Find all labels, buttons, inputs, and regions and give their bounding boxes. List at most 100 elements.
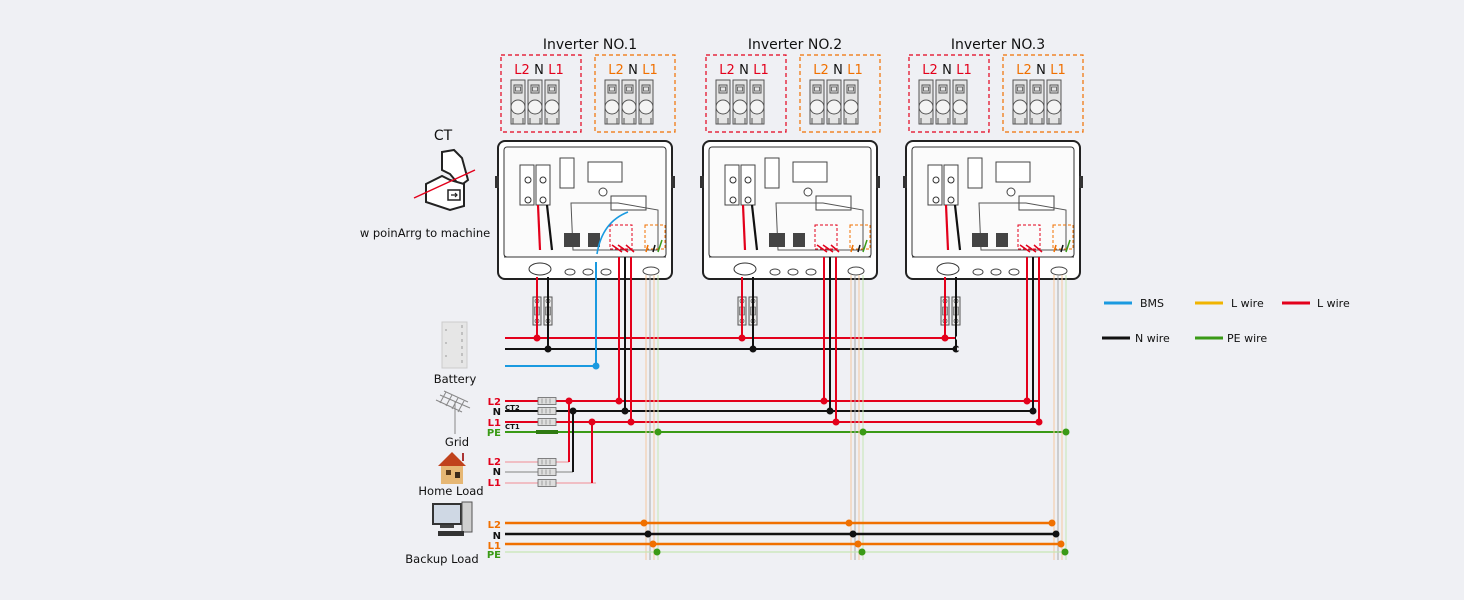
battery-icon	[441, 321, 468, 369]
junction-dot	[654, 428, 662, 436]
computer-icon	[432, 501, 473, 536]
home-bus-label-l2: L2	[488, 457, 501, 468]
junction-dot	[649, 540, 657, 548]
backup-terminal-label-n: N	[1036, 63, 1046, 78]
junction-dot	[1061, 548, 1069, 556]
terminal-connector-icon	[1012, 79, 1028, 125]
terminal-connector-icon	[715, 79, 731, 125]
grid-bus-labels: L2 N L1 PE	[487, 397, 501, 439]
legend-label-l-wire-yellow: L wire	[1231, 297, 1264, 310]
grid-terminal-block: L2 N L1	[500, 54, 582, 133]
inverter-title: Inverter NO.1	[543, 37, 637, 53]
inverter-title: Inverter NO.3	[951, 37, 1045, 53]
inverter-3: Inverter NO.3L2 N L1 L2 N L1	[903, 37, 1084, 326]
terminal-connector-icon	[935, 79, 951, 125]
ct-labels: CT2 CT1	[505, 404, 520, 431]
junction-dot	[569, 407, 577, 415]
grid-tower-icon	[435, 390, 471, 434]
home-bus-labels: L2 N L1	[488, 457, 501, 489]
grid-terminal-label-l2: L2	[514, 63, 530, 78]
home-load-label: Home Load	[418, 484, 483, 498]
terminal-connector-icon	[604, 79, 620, 125]
junction-dot	[832, 418, 840, 426]
terminal-connector-icon	[952, 79, 968, 125]
legend-item-bms: BMS	[1104, 297, 1164, 310]
terminal-connector-icon	[510, 79, 526, 125]
legend-label-n-wire: N wire	[1135, 332, 1170, 345]
junction-dot	[640, 519, 648, 527]
grid-terminal-label-n: N	[534, 63, 544, 78]
home-bus-label-l1: L1	[488, 478, 501, 489]
junction-dot	[615, 397, 623, 405]
grid-terminal-label-l1: L1	[956, 63, 972, 78]
junction-dot	[845, 519, 853, 527]
backup-bus-label-n: N	[493, 531, 501, 542]
legend-item-n-wire: N wire	[1102, 332, 1170, 345]
backup-terminal-label-l1: L1	[642, 63, 658, 78]
junction-dot	[820, 397, 828, 405]
backup-terminal-label-l1: L1	[1050, 63, 1066, 78]
terminal-connector-icon	[732, 79, 748, 125]
junction-dot	[1062, 428, 1070, 436]
backup-terminal-label-l2: L2	[1016, 63, 1032, 78]
fuse-icon	[537, 407, 557, 415]
backup-load-device: Backup Load	[405, 501, 479, 566]
junction-dot	[644, 530, 652, 538]
inverter-body	[700, 140, 880, 280]
junction-dot	[952, 345, 960, 353]
legend-label-l-wire-red: L wire	[1317, 297, 1350, 310]
fuse-icon	[537, 479, 557, 487]
terminal-connector-icon	[621, 79, 637, 125]
terminal-connector-icon	[843, 79, 859, 125]
fuse-icon	[537, 458, 557, 466]
backup-bus-label-pe: PE	[487, 550, 501, 561]
terminal-connector-icon	[1029, 79, 1045, 125]
grid-terminal-label-l1: L1	[548, 63, 564, 78]
grid-terminal-label-n: N	[942, 63, 952, 78]
junction-dot	[738, 334, 746, 342]
junction-dot	[1029, 407, 1037, 415]
grid-terminal-label-l2: L2	[922, 63, 938, 78]
junction-dot	[588, 418, 596, 426]
inverter-body	[495, 140, 675, 280]
junction-dot	[858, 548, 866, 556]
backup-bus-label-l2: L2	[488, 520, 501, 531]
grid-terminal-block: L2 N L1	[908, 54, 990, 133]
ct-caption: w poinArrg to machine	[360, 226, 490, 240]
fuse-icon	[537, 397, 557, 405]
junction-dot	[565, 397, 573, 405]
terminal-connector-icon	[749, 79, 765, 125]
legend: BMS L wire L wire N wire PE wire	[1102, 297, 1350, 345]
home-load-device: Home Load	[418, 452, 484, 498]
junction-dot	[1048, 519, 1056, 527]
ct2-label: CT2	[505, 404, 520, 412]
grid-terminal-label-l1: L1	[753, 63, 769, 78]
terminal-connector-icon	[809, 79, 825, 125]
backup-terminal-label-l2: L2	[608, 63, 624, 78]
junction-dot	[859, 428, 867, 436]
cable-glands	[528, 262, 660, 276]
grid-terminal-label-l2: L2	[719, 63, 735, 78]
junction-dot	[653, 548, 661, 556]
junction-dot	[749, 345, 757, 353]
junction-dot	[592, 362, 600, 370]
junction-dot	[627, 418, 635, 426]
junction-dot	[544, 345, 552, 353]
junction-dot	[854, 540, 862, 548]
junction-dot	[1035, 418, 1043, 426]
backup-bus-labels: L2 N L1 PE	[487, 520, 501, 561]
junction-dot	[941, 334, 949, 342]
terminal-connector-icon	[826, 79, 842, 125]
grid-bus-label-l2: L2	[488, 397, 501, 408]
ct-illustration: CT w poinArrg to machine	[360, 128, 490, 240]
fuse-icon	[537, 468, 557, 476]
junction-dot	[621, 407, 629, 415]
terminal-connector-icon	[1046, 79, 1062, 125]
terminal-connector-icon	[544, 79, 560, 125]
legend-label-pe-wire: PE wire	[1227, 332, 1267, 345]
cable-glands	[936, 262, 1068, 276]
house-icon	[438, 452, 466, 484]
